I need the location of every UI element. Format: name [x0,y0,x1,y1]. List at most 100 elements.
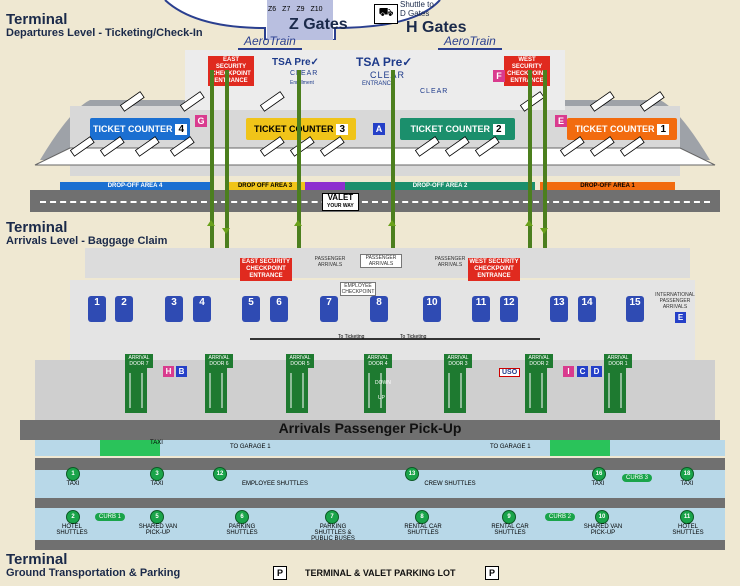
west-security-checkpoint-departures[interactable]: WEST SECURITY CHECKPOINT ENTRANCE [504,56,550,86]
connector-west-2 [543,70,547,250]
curb-2: CURB 2 [545,513,576,521]
carousel-13[interactable]: 13 [550,296,568,322]
letter-b: B [176,366,187,377]
ticket-counter-3[interactable]: TICKET COUNTER 3 [246,118,356,140]
arrival-door-number: 6 [225,361,229,367]
stop-8-icon[interactable]: 8 [415,510,429,524]
stop-13-icon[interactable]: 13 [405,467,419,481]
employee-checkpoint: EMPLOYEE CHECKPOINT [340,282,376,296]
arrival-door-number: 1 [624,361,628,367]
arrival-door-number: 7 [145,361,149,367]
ticket-counter-1-number: 1 [657,123,670,135]
stop-11-icon[interactable]: 11 [680,510,694,524]
passenger-arrivals-west: PASSENGER ARRIVALS [434,256,466,268]
stop-18-icon[interactable]: 18 [680,467,694,481]
valet-sub-label: YOUR WAY [327,203,354,209]
departures-subtitle: Departures Level - Ticketing/Check-In [6,27,203,39]
letter-h: H [163,366,174,377]
stop-5-label: SHARED VAN PICK-UP [138,524,178,536]
stop-1-icon[interactable]: 1 [66,467,80,481]
carousel-12[interactable]: 12 [500,296,518,322]
to-ticketing-west: To Ticketing [400,334,427,340]
stop-3-icon[interactable]: 3 [150,467,164,481]
taxi-label-top: TAXI [150,440,163,446]
departures-road-lane [40,201,710,203]
to-garage-1-east: TO GARAGE 1 [230,444,271,450]
ticket-counter-4[interactable]: TICKET COUNTER 4 [90,118,190,140]
z-gates-heading: Z Gates [289,16,348,33]
arrivals-pickup-label: Arrivals Passenger Pick-Up [278,420,462,436]
carousel-15[interactable]: 15 [626,296,644,322]
arrivals-pickup-road [20,420,720,440]
carousel-5[interactable]: 5 [242,296,260,322]
carousel-6[interactable]: 6 [270,296,288,322]
arrival-door-6[interactable]: ARRIVAL DOOR 6 [205,354,233,368]
stop-2-icon[interactable]: 2 [66,510,80,524]
valet-sign: VALET YOUR WAY [322,193,359,211]
departures-title: Terminal Departures Level - Ticketing/Ch… [6,12,203,39]
curb-3: CURB 3 [622,474,653,482]
west-security-checkpoint-arrivals[interactable]: WEST SECURITY CHECKPOINT ENTRANCE [468,258,520,281]
gate-letter-f: F [493,70,505,82]
ground-road-1 [35,458,725,470]
arrivals-title: Terminal Arrivals Level - Baggage Claim [6,220,167,247]
airline-kiosks [69,91,665,157]
arrival-door-number: 5 [306,361,310,367]
arrival-door-label: ARRIVAL DOOR [607,355,629,367]
stop-16-icon[interactable]: 16 [592,467,606,481]
ground-row-1 [35,470,725,498]
carousel-10[interactable]: 10 [423,296,441,322]
ground-terminal-label: Terminal [6,551,68,568]
carousel-3[interactable]: 3 [165,296,183,322]
arrivals-terminal-label: Terminal [6,219,68,236]
stop-12-icon[interactable]: 12 [213,467,227,481]
carousel-8[interactable]: 8 [370,296,388,322]
gate-z7: Z7 [282,6,291,13]
passenger-arrivals-center: PASSENGER ARRIVALS [360,254,402,268]
stop-7-label: PARKING SHUTTLES & PUBLIC BUSES [311,524,355,542]
arrival-door-4[interactable]: ARRIVAL DOOR 4 [364,354,392,368]
connector-east-1 [210,70,214,250]
drop-off-area-3: DROP OFF AREA 3 [225,182,305,190]
stop-6-icon[interactable]: 6 [235,510,249,524]
clear-west: CLEAR [370,70,406,80]
ground-subtitle: Ground Transportation & Parking [6,567,181,579]
taxi-lane-green-left [100,440,160,456]
stop-8-label: RENTAL CAR SHUTTLES [404,524,442,536]
to-ticketing-east: To Ticketing [338,334,365,340]
stop-9-icon[interactable]: 9 [502,510,516,524]
drop-off-area-1: DROP-OFF AREA 1 [540,182,675,190]
shuttle-label: Shuttle to [400,0,434,9]
d-gates-label: D Gates [400,9,430,18]
carousel-2[interactable]: 2 [115,296,133,322]
carousel-1[interactable]: 1 [88,296,106,322]
ticket-counter-1[interactable]: TICKET COUNTER 1 [567,118,677,140]
ground-title: Terminal Ground Transportation & Parking [6,552,180,579]
clear-enrollment-west: CLEAR [420,88,449,95]
arrival-door-7[interactable]: ARRIVAL DOOR 7 [125,354,153,368]
arrival-door-2[interactable]: ARRIVAL DOOR 2 [525,354,553,368]
gate-z6: Z6 [268,6,277,13]
arrival-door-1[interactable]: ARRIVAL DOOR 1 [604,354,632,368]
arrival-door-label: ARRIVAL DOOR [367,355,389,367]
arrival-door-5[interactable]: ARRIVAL DOOR 5 [286,354,314,368]
escalator-bank [125,368,626,413]
east-security-checkpoint-arrivals[interactable]: EAST SECURITY CHECKPOINT ENTRANCE [240,258,292,281]
letter-d: D [591,366,602,377]
carousel-14[interactable]: 14 [578,296,596,322]
stop-10-icon[interactable]: 10 [595,510,609,524]
carousel-11[interactable]: 11 [472,296,490,322]
arrival-door-label: ARRIVAL DOOR [208,355,230,367]
terminal-valet-parking-lot: TERMINAL & VALET PARKING LOT [305,568,456,578]
carousel-7[interactable]: 7 [320,296,338,322]
up-arrow-icon [294,220,302,226]
stop-7-icon[interactable]: 7 [325,510,339,524]
arrival-door-3[interactable]: ARRIVAL DOOR 3 [444,354,472,368]
gate-z9: Z9 [296,6,305,13]
east-security-checkpoint-departures[interactable]: EAST SECURITY CHECKPOINT ENTRANCE [208,56,254,86]
drop-off-area-4: DROP-OFF AREA 4 [60,182,210,190]
to-garage-1-west: TO GARAGE 1 [490,444,531,450]
carousel-4[interactable]: 4 [193,296,211,322]
stop-5-icon[interactable]: 5 [150,510,164,524]
ticket-counter-2[interactable]: TICKET COUNTER 2 [400,118,515,140]
